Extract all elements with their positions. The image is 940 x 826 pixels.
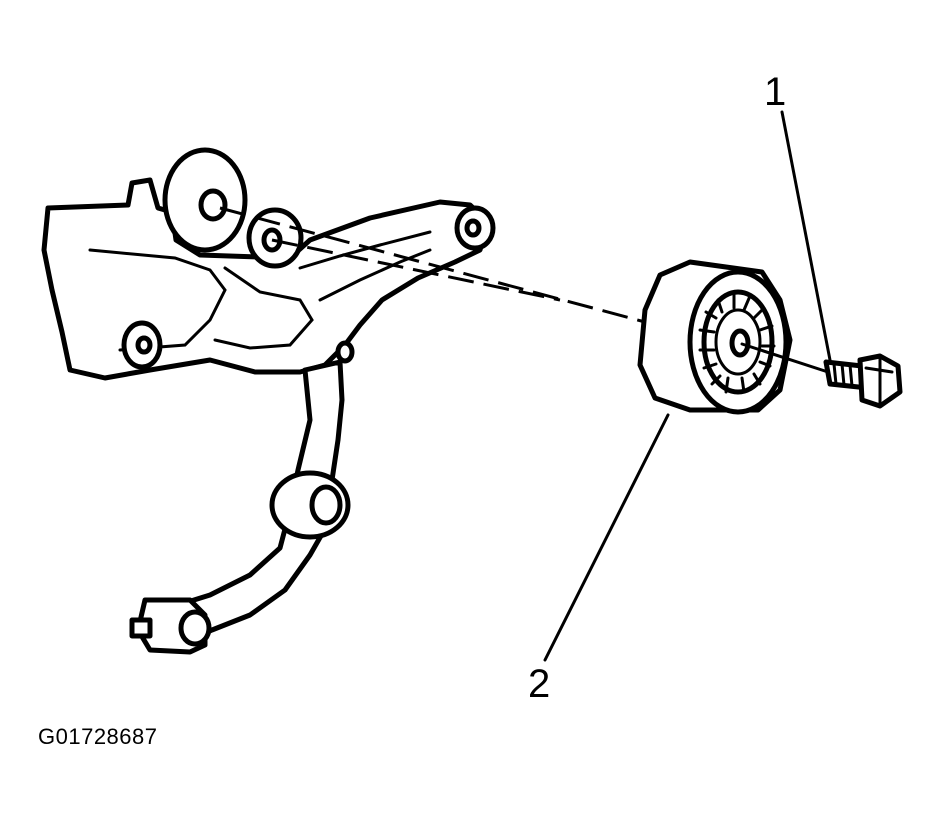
bracket xyxy=(41,147,496,655)
callout-label-1: 1 xyxy=(764,70,787,114)
idler-pulley xyxy=(637,259,793,415)
alignment-line-bolt xyxy=(740,342,830,374)
bolt xyxy=(823,353,903,409)
figure-id: G01728687 xyxy=(38,724,158,749)
callout-label-2: 2 xyxy=(528,662,551,706)
pulley-hub xyxy=(729,328,751,358)
leader-line-2 xyxy=(543,413,670,662)
leader-line-1 xyxy=(780,110,832,362)
alignment-line-bracket xyxy=(219,206,646,324)
